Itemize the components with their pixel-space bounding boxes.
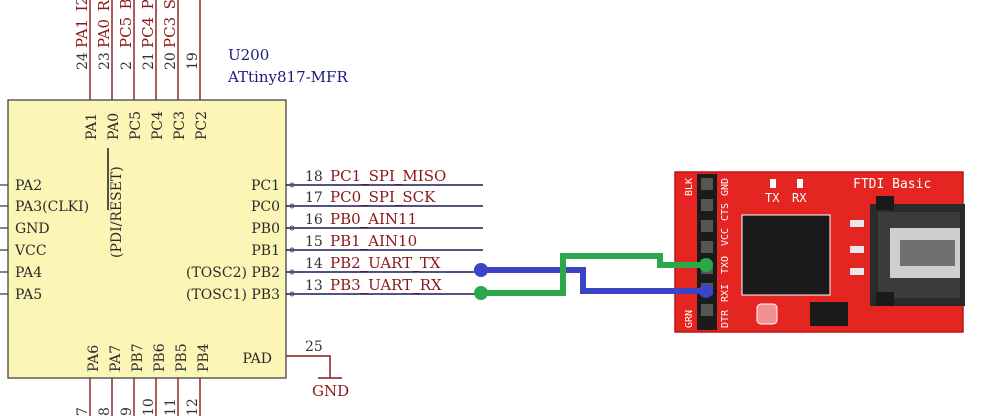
pin-num: 7 [75, 407, 91, 416]
tx-led [770, 179, 776, 188]
pad-wire [286, 355, 331, 378]
bottom-pins: PA6 PA7 PB7 PB6 PB5 PB4 7 8 9 10 11 12 [75, 343, 212, 416]
top-pin-num: 2 [119, 61, 135, 70]
pin-num: 14 [305, 256, 323, 272]
pin-name: PA1 [84, 113, 100, 140]
pin-name: PA3(CLKI) [15, 199, 89, 215]
gnd-label: GND [312, 382, 349, 400]
reset-pad [756, 303, 778, 325]
pin-name: PB0 [251, 221, 280, 237]
pin-name: PC1 [251, 178, 280, 194]
net-label: PC0_SPI_SCK [330, 188, 436, 206]
rx-led [797, 179, 803, 188]
pin-num: 9 [119, 407, 135, 416]
pin-name: PA0 [106, 113, 122, 140]
pin-num: 15 [305, 234, 323, 250]
top-net-label: PA0_R [95, 0, 113, 48]
top-net-label: PC5_B [117, 0, 135, 48]
reset-label: (PDI/RESET) [109, 166, 125, 258]
top-net-label: PA1_I2 [73, 0, 91, 48]
pin-name: PA6 [86, 345, 102, 372]
top-pin-num: 21 [141, 52, 157, 70]
ftdi-pin-label: BLK [684, 178, 695, 196]
pin-name: PC3 [172, 111, 188, 140]
net-label: PB1_AIN10 [330, 232, 417, 250]
net-label: PB2_UART_TX [330, 254, 441, 272]
ftdi-pin-label: GRN [684, 310, 695, 328]
ftdi-pin-label: VCC [720, 228, 731, 246]
pin-name: PC5 [128, 111, 144, 140]
ftdi-board: BLK GND CTS VCC TXO RXI DTR GRN FTDI Bas… [674, 171, 965, 333]
chip-part: ATtiny817-MFR [227, 68, 348, 86]
pad-pin-num: 25 [305, 339, 323, 355]
pin-name: PC0 [251, 199, 280, 215]
pin-name: PA2 [15, 178, 42, 194]
net-label: PB3_UART_RX [330, 276, 442, 294]
ftdi-pin-label: RXI [720, 284, 731, 302]
net-label: PB0_AIN11 [330, 210, 417, 228]
uart-rx-wire [474, 253, 713, 300]
pin-name: PB4 [196, 343, 212, 372]
pin-num: 16 [305, 212, 323, 228]
top-pin-num: 24 [75, 52, 91, 70]
pin-num: 18 [305, 169, 323, 185]
pin-name: PB6 [152, 343, 168, 372]
pin-num: 8 [97, 407, 113, 416]
uart-tx-wire [474, 263, 713, 298]
top-net-label: PC4_P [139, 0, 157, 48]
ftdi-pin-label: GND [720, 178, 731, 196]
pin-name: PC4 [150, 111, 166, 140]
pin-num: 10 [141, 398, 157, 416]
pin-num: 12 [185, 398, 201, 416]
top-pins: 24 23 2 21 20 19 PA1_I2 PA0_R PC5_B PC4_… [73, 0, 201, 100]
pin-num: 11 [163, 398, 179, 416]
ftdi-pin-label: CTS [720, 203, 731, 221]
left-pins: PA2 PA3(CLKI) GND VCC PA4 PA5 [0, 178, 89, 303]
pin-name: PA4 [15, 265, 42, 281]
ftdi-ic [741, 214, 831, 296]
pin-name: PA5 [15, 287, 42, 303]
chip-body [7, 99, 287, 379]
top-pin-num: 23 [97, 52, 113, 70]
pad-pin-name: PAD [243, 351, 272, 367]
pin-name: PC2 [194, 111, 210, 140]
pin-num: 13 [305, 278, 323, 294]
rx-led-label: RX [792, 191, 807, 205]
pin-name: (TOSC1) PB3 [186, 287, 280, 303]
top-pin-num: 20 [163, 52, 179, 70]
top-net-label: PC3_S [161, 0, 179, 48]
net-label: PC1_SPI_MISO [330, 167, 446, 185]
top-pin-num: 19 [185, 52, 201, 70]
pin-name: VCC [14, 243, 47, 259]
ftdi-regulator [810, 302, 848, 326]
top-pin-names: PA1 PA0 PC5 PC4 PC3 PC2 [84, 111, 210, 140]
chip-ref: U200 [228, 46, 269, 64]
ftdi-pin-label: TXO [720, 256, 731, 274]
pin-name: PA7 [108, 345, 124, 372]
right-pins: PC1 PC0 PB0 PB1 (TOSC2) PB2 (TOSC1) PB3 … [186, 167, 483, 303]
ftdi-title: FTDI Basic [853, 177, 931, 192]
pin-num: 17 [305, 190, 323, 206]
ftdi-pin-label: DTR [720, 309, 731, 328]
pin-name: PB7 [130, 343, 146, 372]
pin-name: PB1 [251, 243, 280, 259]
pin-name: PB5 [174, 343, 190, 372]
pin-name: GND [15, 221, 50, 237]
tx-led-label: TX [765, 191, 780, 205]
pin-name: (TOSC2) PB2 [186, 265, 280, 281]
